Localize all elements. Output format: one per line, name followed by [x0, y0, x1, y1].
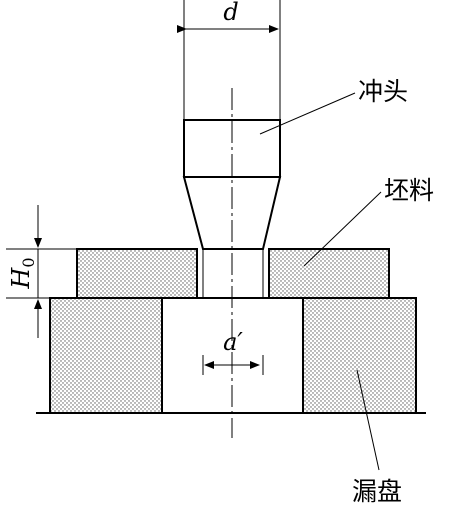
die-plate-label: 漏盘 — [352, 477, 402, 506]
a-label: a′ — [223, 328, 243, 356]
punch-label: 冲头 — [358, 77, 408, 106]
blank-right-piece — [268, 248, 390, 299]
die-plate-leader-line — [356, 369, 380, 471]
blank-leader-line — [303, 191, 382, 267]
blank-left-piece — [76, 248, 198, 299]
die-plate-left-block — [49, 297, 163, 414]
h0-label: H0 — [7, 257, 38, 289]
d-label: d — [223, 0, 238, 26]
blank-label: 坯料 — [384, 176, 434, 205]
h0-label-subscript: 0 — [19, 257, 38, 267]
die-plate-right-block — [302, 297, 417, 414]
punch-leader-line — [259, 92, 356, 135]
h0-label-base: H — [7, 267, 35, 290]
